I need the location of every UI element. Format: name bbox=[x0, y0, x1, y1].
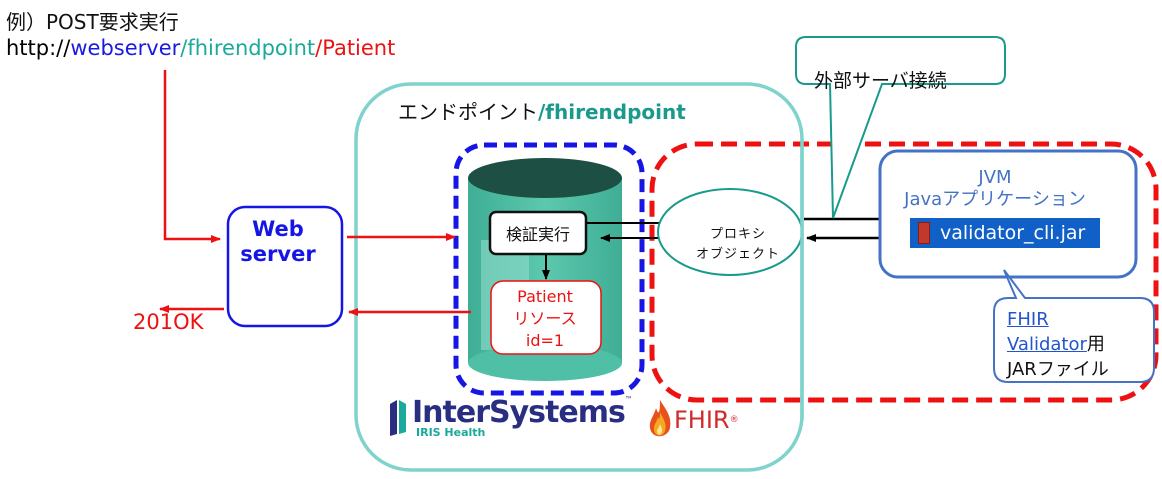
url-sep: / bbox=[180, 36, 188, 60]
jar-file-item[interactable]: validator_cli.jar bbox=[910, 218, 1100, 248]
patient-resource-label: Patient リソース id=1 bbox=[491, 286, 599, 352]
java-application-label: Javaアプリケーション bbox=[904, 189, 1086, 210]
fhir-note-suffix: 用 bbox=[1086, 334, 1105, 355]
flame-icon bbox=[649, 400, 671, 437]
url-resource: Patient bbox=[322, 36, 396, 60]
registered-mark: ® bbox=[729, 415, 739, 425]
request-url: http://webserver/fhirendpoint/Patient bbox=[6, 36, 395, 60]
patient-resource-type: Patient bbox=[517, 287, 573, 306]
patient-resource-word: リソース bbox=[513, 309, 577, 328]
external-connection-label: 外部サーバ接続 bbox=[814, 70, 947, 92]
url-sep: / bbox=[315, 36, 323, 60]
proxy-object-label: プロキシ オブジェクト bbox=[678, 225, 798, 265]
fhir-validator-callout bbox=[993, 269, 1155, 383]
intersystems-logo: InterSystems™ IRIS Health bbox=[388, 395, 633, 439]
url-endpoint: fhirendpoint bbox=[187, 36, 316, 60]
jar-file-icon bbox=[918, 222, 930, 244]
verify-label: 検証実行 bbox=[505, 225, 570, 244]
fhir-wordmark: FHIR bbox=[674, 406, 730, 434]
endpoint-label: エンドポイント/fhirendpoint bbox=[398, 96, 686, 125]
jvm-title: JVM bbox=[978, 167, 1012, 188]
request-arrow-in bbox=[163, 70, 221, 243]
external-server-boundary bbox=[649, 141, 1159, 403]
verify-box bbox=[488, 210, 588, 256]
example-title: 例）POST要求実行 bbox=[6, 10, 179, 34]
proxy-label-line2: オブジェクト bbox=[695, 247, 780, 262]
patient-resource-id: id=1 bbox=[525, 331, 565, 350]
endpoint-label-path: /fhirendpoint bbox=[538, 100, 686, 124]
proxy-label-line1: プロキシ bbox=[709, 227, 766, 242]
web-server-box bbox=[226, 205, 344, 328]
patient-resource-box bbox=[490, 280, 602, 355]
jvm-label: JVM Javaアプリケーション bbox=[870, 167, 1120, 211]
web-server-label: Web server bbox=[240, 217, 316, 266]
iris-boundary bbox=[453, 142, 645, 396]
trademark: ™ bbox=[624, 395, 633, 404]
intersystems-wordmark: InterSystems bbox=[412, 395, 626, 430]
iris-health-label: IRIS Health bbox=[416, 426, 486, 439]
url-host: webserver bbox=[70, 36, 181, 60]
external-connection-callout bbox=[795, 36, 1006, 219]
endpoint-label-prefix: エンドポイント bbox=[398, 100, 538, 124]
intersystems-mark-icon bbox=[390, 400, 406, 436]
fhir-logo: FHIR® bbox=[648, 398, 739, 442]
fhir-note-line3: JARファイル bbox=[1007, 359, 1109, 380]
response-status-label: 201OK bbox=[133, 310, 204, 334]
url-scheme: http:// bbox=[6, 36, 71, 60]
jar-file-name: validator_cli.jar bbox=[940, 222, 1086, 244]
